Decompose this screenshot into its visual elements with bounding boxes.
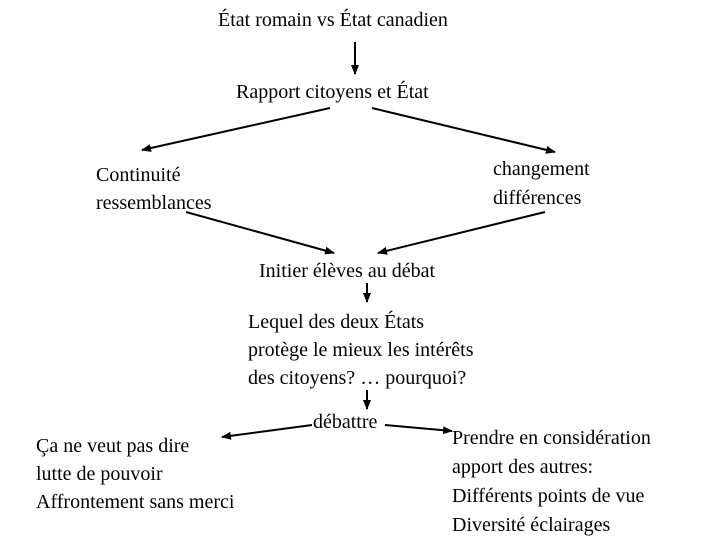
initier-node: Initier élèves au débat (259, 260, 436, 282)
arrow-rapport-to-continuite (141, 107, 331, 152)
left-result-line2: lutte de pouvoir (36, 463, 163, 485)
question-node-line1: Lequel des deux États (248, 311, 425, 333)
question-node-line2: protège le mieux les intérêts (248, 339, 474, 361)
arrow-debattre-to-left-result (221, 424, 313, 440)
arrow-debattre-to-right-result (384, 424, 453, 435)
continuite-node-line1: Continuité (96, 164, 181, 186)
arrow-rapport-to-changement (371, 107, 556, 154)
continuite-node-line2: ressemblances (96, 192, 212, 214)
right-result-line1: Prendre en considération (452, 427, 651, 449)
left-result-line3: Affrontement sans merci (36, 491, 235, 513)
changement-node-line2: différences (493, 187, 582, 209)
right-result-line4: Diversité éclairages (452, 514, 611, 536)
diagram-title: État romain vs État canadien (218, 9, 448, 31)
right-result-line3: Différents points de vue (452, 485, 645, 507)
arrow-continuite-to-initier (185, 211, 335, 255)
right-result-line2: apport des autres: (452, 456, 594, 478)
rapport-node: Rapport citoyens et État (236, 81, 429, 103)
changement-node-line1: changement (493, 158, 590, 180)
arrow-changement-to-initier (377, 211, 546, 255)
debattre-node: débattre (313, 411, 378, 433)
question-node-line3: des citoyens? … pourquoi? (248, 367, 467, 389)
left-result-line1: Ça ne veut pas dire (36, 435, 190, 457)
